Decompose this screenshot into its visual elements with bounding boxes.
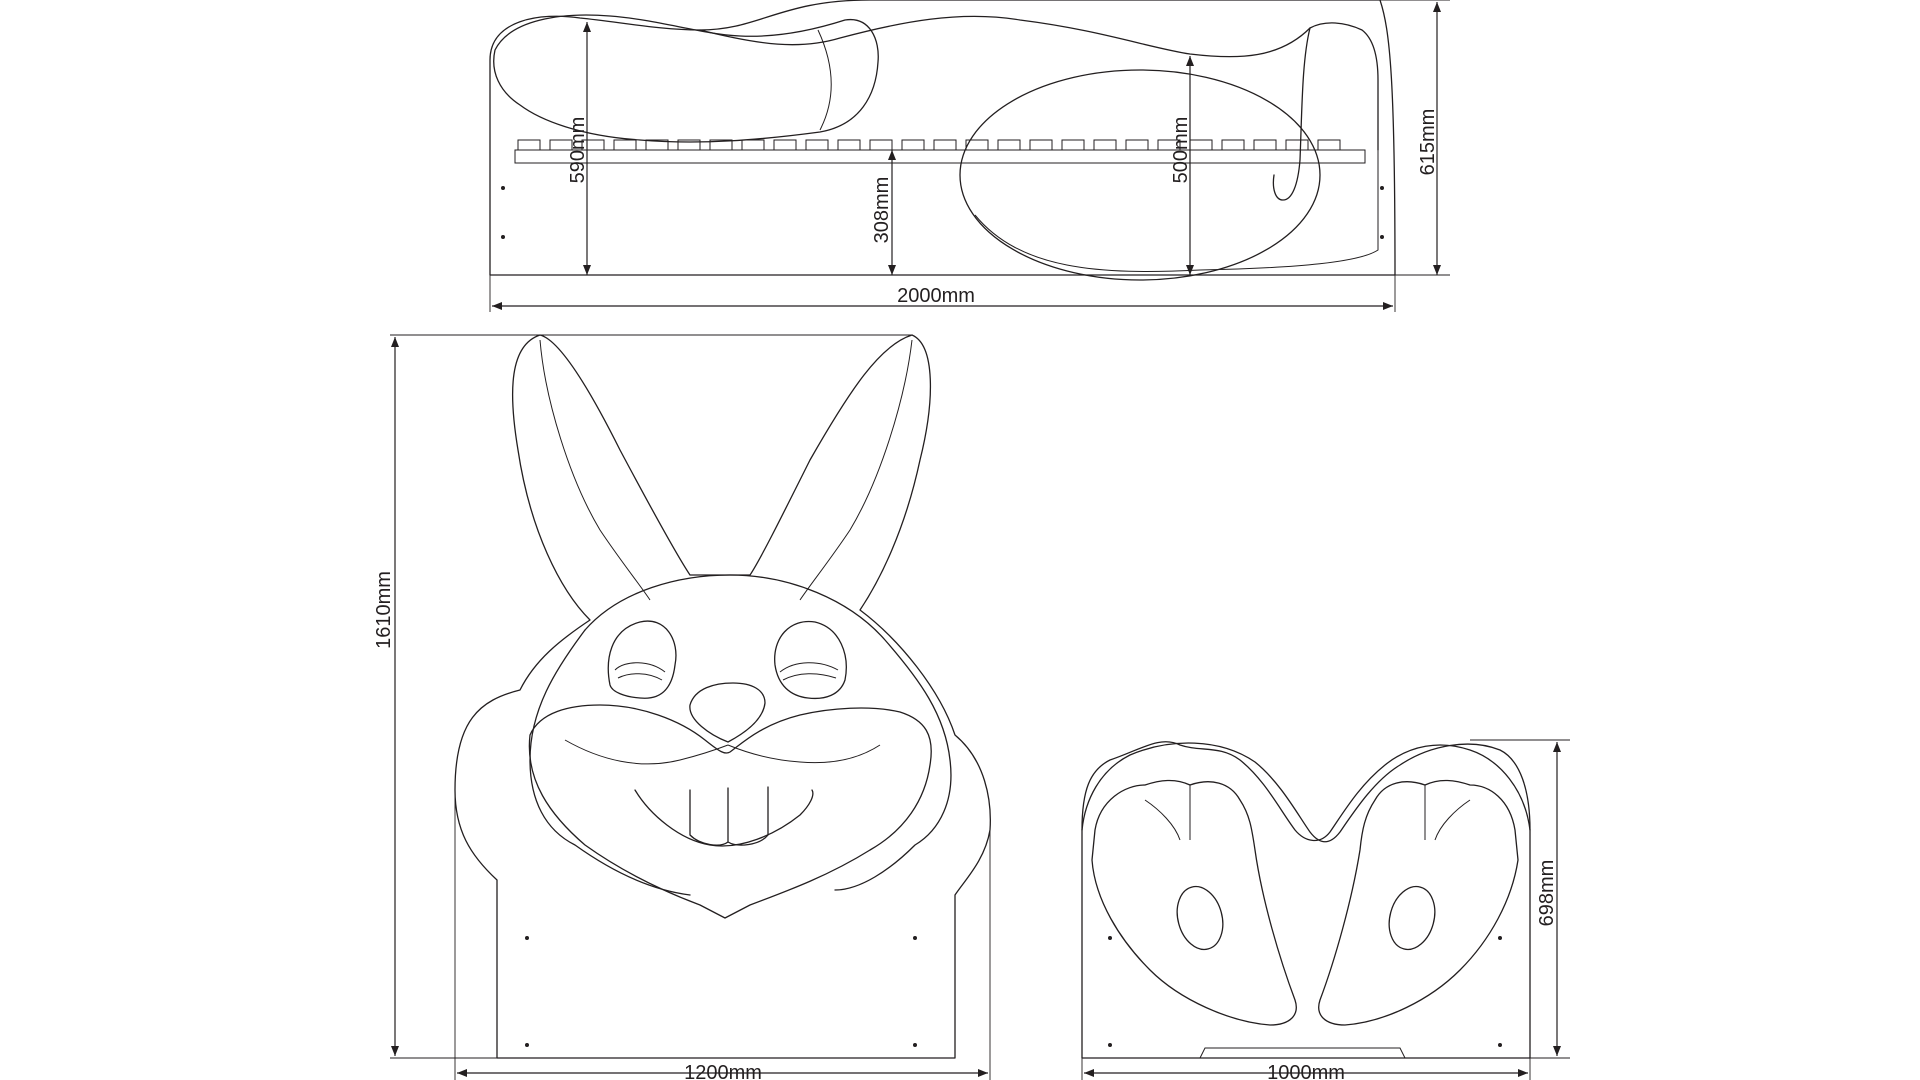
side-body-oval — [959, 69, 1321, 281]
bunny-muzzle — [528, 704, 932, 919]
bed-slat — [1093, 139, 1117, 151]
bed-slat — [1285, 139, 1309, 151]
fixing-dot — [1380, 235, 1384, 239]
fixing-dot — [501, 235, 505, 239]
fixing-dot — [1498, 1043, 1502, 1047]
dim-label-footboard-width: 1000mm — [1267, 1062, 1345, 1080]
bed-slat — [517, 139, 541, 151]
bed-slat — [1189, 139, 1213, 151]
fixing-dot — [525, 1043, 529, 1047]
footboard-arch — [1081, 742, 1531, 843]
bunny-right-eye-lid — [779, 662, 839, 681]
bed-slat — [965, 139, 989, 151]
bed-slat — [1029, 139, 1053, 151]
bunny-smile-left — [564, 739, 729, 765]
headboard-left-ear-inner — [539, 339, 651, 601]
left-foot-toes — [1144, 785, 1191, 841]
headboard-right-ear-inner — [799, 339, 913, 601]
fixing-dot — [913, 1043, 917, 1047]
bed-slats — [517, 139, 1341, 151]
bed-slat — [1125, 139, 1149, 151]
fixing-dot — [913, 936, 917, 940]
dim-label-total-height: 615mm — [1417, 109, 1439, 176]
bunny-head-left — [529, 629, 691, 896]
dim-label-headboard-width: 1200mm — [684, 1062, 762, 1080]
bed-slat — [741, 139, 765, 151]
side-view: 590mm 308mm 500mm 615mm 2000mm — [489, 0, 1450, 312]
footboard-notch — [1199, 1047, 1406, 1059]
footboard-outline — [1081, 741, 1531, 1059]
side-body-lower — [974, 150, 1379, 272]
fixing-dot — [1498, 936, 1502, 940]
right-foot-toes — [1424, 785, 1471, 841]
fixing-dot — [525, 936, 529, 940]
right-foot-pad — [1388, 885, 1436, 951]
bed-slat — [645, 139, 669, 151]
bed-slat — [869, 139, 893, 151]
footboard-view: 698mm 1000mm — [1081, 739, 1570, 1080]
bed-slat — [773, 139, 797, 151]
side-rear-ear — [1272, 22, 1379, 201]
dim-label-headboard-height: 1610mm — [373, 571, 395, 649]
bed-slat — [1317, 139, 1341, 151]
bunny-left-eye — [607, 620, 677, 699]
bed-slat — [581, 139, 605, 151]
bunny-left-eye-lid — [614, 662, 666, 681]
headboard-view: 1610mm 1200mm — [373, 334, 991, 1080]
bed-slat — [805, 139, 829, 151]
bed-slat — [1157, 139, 1181, 151]
footboard-right-foot — [1318, 779, 1519, 1026]
bunny-mouth — [634, 789, 814, 847]
bed-slat — [549, 139, 573, 151]
dim-label-headboard-height: 590mm — [567, 117, 589, 184]
bed-slat — [677, 139, 701, 151]
bed-slat — [1253, 139, 1277, 151]
bunny-smile-right — [727, 744, 881, 764]
bunny-right-eye — [774, 620, 847, 700]
dim-label-base-height: 308mm — [871, 177, 893, 244]
side-view-outline — [489, 0, 1396, 276]
dim-label-footboard-height: 698mm — [1536, 860, 1558, 927]
side-ear-fold — [817, 29, 832, 131]
fixing-dot — [501, 186, 505, 190]
bed-slat — [837, 139, 861, 151]
bunny-nose — [689, 682, 766, 743]
fixing-dot — [1108, 1043, 1112, 1047]
bed-slat — [1061, 139, 1085, 151]
fixing-dot — [1108, 936, 1112, 940]
dim-label-footboard-height: 500mm — [1170, 117, 1192, 184]
bed-slat — [933, 139, 957, 151]
fixing-dot — [1380, 186, 1384, 190]
footboard-left-foot — [1091, 779, 1297, 1026]
left-foot-pad — [1176, 885, 1224, 951]
bed-slat — [613, 139, 637, 151]
side-ear-contour — [699, 15, 1311, 58]
dim-label-total-length: 2000mm — [897, 285, 975, 307]
bed-slat — [709, 139, 733, 151]
bed-slat — [1221, 139, 1245, 151]
side-front-ear — [493, 14, 879, 143]
bunny-teeth — [689, 786, 769, 846]
bed-slat — [997, 139, 1021, 151]
slat-frame — [514, 149, 1366, 164]
bed-slat — [901, 139, 925, 151]
headboard-outline — [454, 334, 991, 1059]
bunny-head — [584, 574, 952, 891]
